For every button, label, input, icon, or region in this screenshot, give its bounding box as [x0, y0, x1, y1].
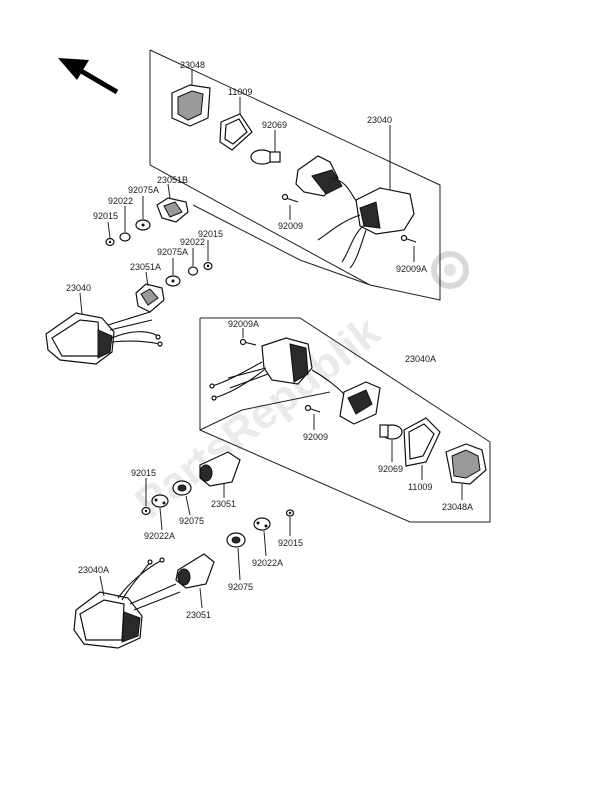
label-92009-top: 92009: [278, 221, 303, 231]
nut-92015-top: [105, 237, 115, 247]
grommet-92075-mid: [172, 480, 192, 496]
label-11009-bot: 11009: [408, 482, 432, 492]
gasket-11009-top: [219, 113, 253, 151]
label-92022A-low: 92022A: [144, 531, 175, 541]
mount-23051B: [156, 197, 189, 223]
turn-signal-23040A-upper: [209, 337, 313, 401]
frame-23040: [149, 49, 441, 301]
washer-92022-top: [119, 232, 131, 242]
screw-92009A-mid: [239, 338, 257, 346]
screw-92009-mid: [304, 404, 321, 413]
bulb-92069-top: [250, 149, 281, 165]
label-23048: 23048: [180, 60, 205, 70]
nut-92015-right: [285, 509, 295, 517]
label-92009A-mid: 92009A: [228, 319, 259, 329]
lens-23048: [171, 84, 211, 127]
label-92022A-right: 92022A: [252, 558, 283, 568]
grommet-92075A-mid: [165, 275, 181, 287]
label-23040A-left: 23040A: [78, 565, 109, 575]
label-92075-bot: 92075: [228, 582, 253, 592]
label-92022-mid: 92022: [180, 237, 205, 247]
label-23040-top: 23040: [367, 115, 392, 125]
turn-signal-23040-top: [317, 187, 415, 269]
mount-23051A: [135, 283, 165, 313]
socket-housing-23040A: [311, 369, 381, 425]
grommet-92075-bot: [226, 532, 246, 548]
label-92075-mid: 92075: [179, 516, 204, 526]
washer-92022A-right: [253, 517, 271, 531]
label-23051A: 23051A: [130, 262, 161, 272]
label-92015-top: 92015: [93, 211, 118, 221]
washer-92022A-low: [151, 494, 169, 508]
washer-92022-mid: [187, 266, 199, 276]
label-92009-mid: 92009: [303, 432, 328, 442]
socket-housing-23040-top: [295, 155, 361, 206]
mount-23051-bot: [175, 553, 215, 589]
label-23040A-right: 23040A: [405, 354, 436, 364]
gasket-11009-bottom: [403, 417, 441, 467]
label-11009-top: 11009: [228, 87, 252, 97]
label-92015-low: 92015: [131, 468, 156, 478]
front-direction-arrow-icon: [58, 58, 119, 95]
turn-signal-23040-left: [45, 311, 163, 365]
label-92022-top: 92022: [108, 196, 133, 206]
label-92069-bot: 92069: [378, 464, 403, 474]
mount-23051-mid: [199, 451, 241, 487]
label-92015-mid: 92015: [198, 229, 223, 239]
screw-92009A-top: [400, 234, 417, 243]
label-23051-mid: 23051: [211, 499, 236, 509]
bulb-92069-bottom: [379, 424, 403, 440]
label-92009A-top: 92009A: [396, 264, 427, 274]
label-23051-bot: 23051: [186, 610, 211, 620]
label-23040-left: 23040: [66, 283, 91, 293]
label-92075A-top: 92075A: [128, 185, 159, 195]
label-92015-right: 92015: [278, 538, 303, 548]
label-23051B: 23051B: [157, 175, 188, 185]
label-92075A-mid: 92075A: [157, 247, 188, 257]
screw-92009-top: [281, 193, 299, 203]
grommet-92075A-top: [135, 219, 151, 231]
turn-signal-23040A-left: [73, 557, 181, 649]
label-92069-top: 92069: [262, 120, 287, 130]
lens-23048A: [445, 443, 487, 485]
nut-92015-low: [141, 506, 151, 516]
watermark-gear-icon: [431, 251, 469, 289]
nut-92015-mid: [203, 261, 213, 271]
label-23048A: 23048A: [442, 502, 473, 512]
